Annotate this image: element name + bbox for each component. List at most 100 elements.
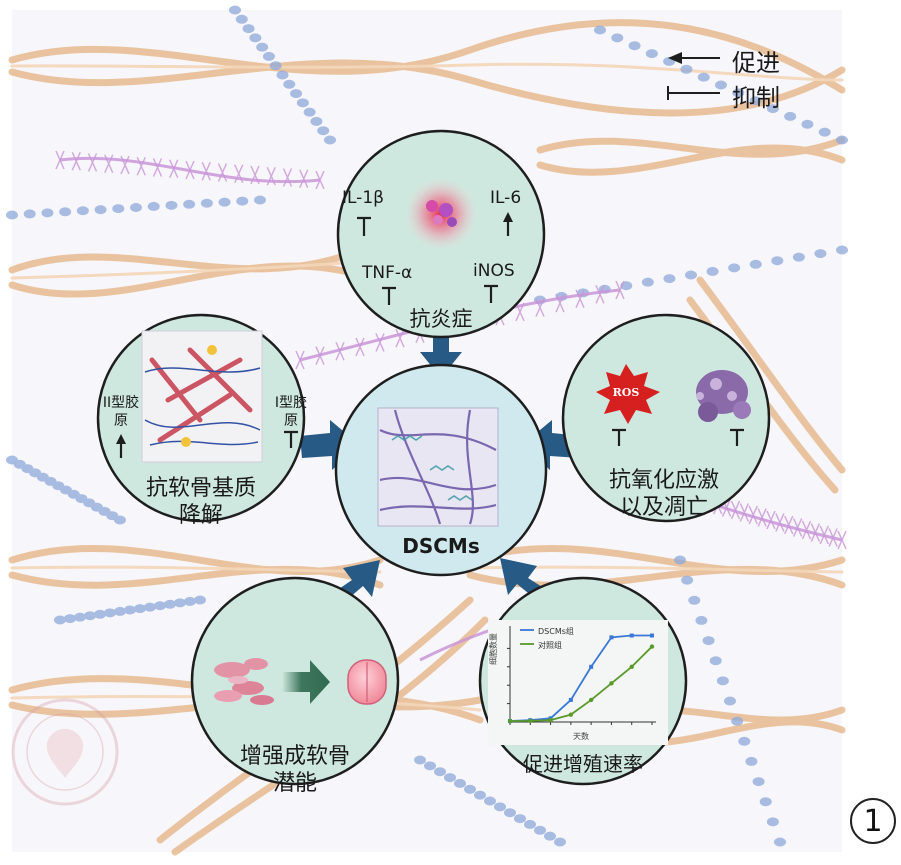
chart-point	[507, 718, 513, 724]
bead	[164, 599, 176, 609]
legend-promote-arrowhead	[668, 52, 682, 64]
chart-point	[589, 664, 594, 669]
fibril-barb	[234, 164, 244, 184]
bead	[752, 777, 765, 787]
differentiation-arrow	[282, 660, 330, 704]
fibril-barb	[87, 153, 98, 172]
bead	[716, 676, 729, 686]
bead	[674, 555, 686, 565]
bead	[124, 605, 136, 615]
bead	[249, 33, 262, 43]
legend-inhibit-line	[667, 86, 720, 100]
bead	[749, 96, 762, 106]
chart-point	[588, 697, 594, 703]
bead	[276, 70, 289, 80]
bead	[504, 808, 516, 818]
fibril-barb	[515, 302, 525, 322]
bead	[183, 199, 196, 209]
bead-chain-background	[6, 5, 848, 847]
dscms-center-label: DSCMs	[402, 534, 480, 558]
bead	[424, 761, 436, 771]
chart-series-line-2	[509, 645, 653, 722]
matrix-title-line1: 抗软骨基质	[145, 476, 257, 501]
bead	[165, 200, 178, 210]
bead	[290, 89, 303, 99]
ros-inhibit-mark	[612, 428, 626, 446]
bead	[434, 767, 446, 777]
bead	[709, 656, 722, 666]
collagen-i-label-line1: I型胶	[274, 395, 308, 411]
bead	[54, 615, 66, 625]
bead	[200, 198, 213, 208]
fibril-barb	[555, 293, 565, 313]
chondrogenic-title-line2: 潜能	[272, 771, 318, 796]
chart-point	[609, 635, 614, 640]
bead	[474, 790, 486, 800]
collagen-i-label-line2: 原	[284, 413, 298, 429]
marker-il6: IL-6	[490, 188, 522, 208]
chart-point	[528, 718, 533, 724]
chart-point	[629, 633, 634, 638]
figure-number-badge: 1	[850, 798, 896, 844]
bead	[303, 107, 316, 117]
bead	[94, 609, 106, 619]
bead	[74, 612, 86, 622]
bead	[484, 796, 496, 806]
fibril-barb	[819, 525, 829, 545]
inflammatory-cell-icon	[426, 200, 457, 227]
fibril-barb	[185, 160, 195, 180]
bead	[688, 595, 701, 605]
bead	[154, 601, 166, 611]
chart-point	[650, 633, 654, 638]
bead	[262, 51, 275, 61]
fibril-barb	[217, 163, 228, 182]
bead	[454, 778, 466, 788]
bead	[697, 72, 710, 82]
chart-point	[548, 717, 553, 723]
bead	[706, 266, 719, 276]
fibril-barb	[615, 280, 625, 300]
bead	[702, 636, 715, 646]
proliferation-title: 促进增殖速率	[523, 752, 643, 776]
bead	[715, 80, 727, 90]
bead	[414, 755, 426, 765]
bead	[766, 104, 779, 114]
fibril-barb	[71, 151, 81, 171]
bead	[663, 274, 676, 284]
bead	[76, 206, 89, 216]
fibril-barb	[295, 350, 305, 370]
chart-xlabel: 天数	[573, 732, 589, 741]
bead	[464, 784, 476, 794]
bead	[680, 64, 693, 74]
fibril-barb	[535, 298, 545, 317]
chart-point	[609, 681, 614, 686]
bead	[749, 259, 762, 269]
bead	[818, 127, 831, 137]
fibril-barb	[375, 333, 385, 352]
bead	[269, 61, 282, 71]
bead	[130, 203, 142, 212]
fibril-barb	[810, 523, 821, 542]
fibril-barb	[757, 508, 767, 527]
fibril-barb	[55, 150, 65, 170]
bead	[310, 116, 323, 126]
bead	[774, 837, 786, 847]
bead	[317, 126, 330, 136]
mesenchymal-cells-icon	[214, 658, 274, 705]
dscms-fibers	[379, 409, 497, 525]
bead	[59, 207, 72, 217]
fibril-barb	[169, 159, 179, 179]
fibril-barb	[766, 510, 776, 530]
fibril-barb	[828, 528, 838, 547]
bead	[534, 825, 546, 835]
fibril-barb	[775, 513, 785, 532]
bead	[114, 606, 126, 616]
bead	[554, 837, 566, 847]
apoptotic-cell-icon	[696, 370, 751, 422]
bead	[494, 802, 506, 812]
bead	[64, 614, 76, 624]
bead	[444, 773, 456, 783]
chondrogenic-title-line1: 增强成软骨	[239, 744, 351, 769]
anti-oxidative-node	[561, 313, 771, 523]
oxidative-title-line1: 抗氧化应激	[608, 468, 720, 493]
